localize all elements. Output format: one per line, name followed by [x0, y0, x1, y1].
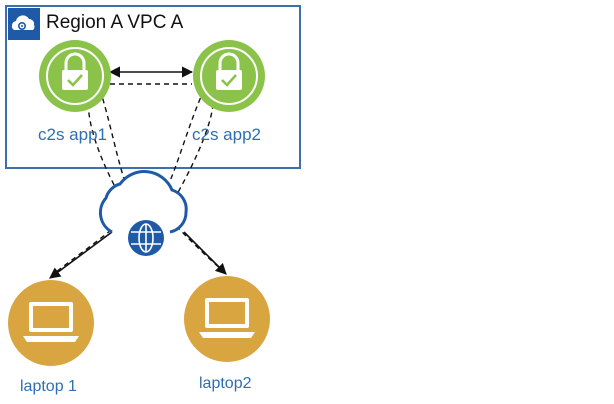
laptop2-node	[184, 276, 270, 362]
laptop2-arrow	[183, 231, 227, 275]
lock-check-icon	[216, 52, 242, 90]
region-title: Region A VPC A	[46, 12, 184, 33]
app2-tunnel-line-2	[165, 89, 205, 191]
lock-check-icon	[62, 52, 88, 90]
app2-node	[193, 40, 265, 112]
app1-label: c2s app1	[38, 125, 107, 144]
laptop1-arrow	[49, 231, 113, 279]
laptop2-label: laptop2	[199, 375, 252, 392]
laptop-icon	[199, 298, 255, 338]
internet-cloud-globe-icon	[98, 170, 188, 256]
vpc-region-box	[5, 5, 301, 169]
laptop1-node	[8, 280, 94, 366]
app2-label: c2s app2	[192, 125, 261, 144]
laptop1-dashed-line	[55, 223, 119, 273]
laptop2-dashed-line	[175, 225, 223, 271]
cloud-gear-icon	[8, 8, 40, 40]
laptop1-label: laptop 1	[20, 378, 77, 395]
laptop-icon	[23, 302, 79, 342]
app1-node	[39, 40, 111, 112]
